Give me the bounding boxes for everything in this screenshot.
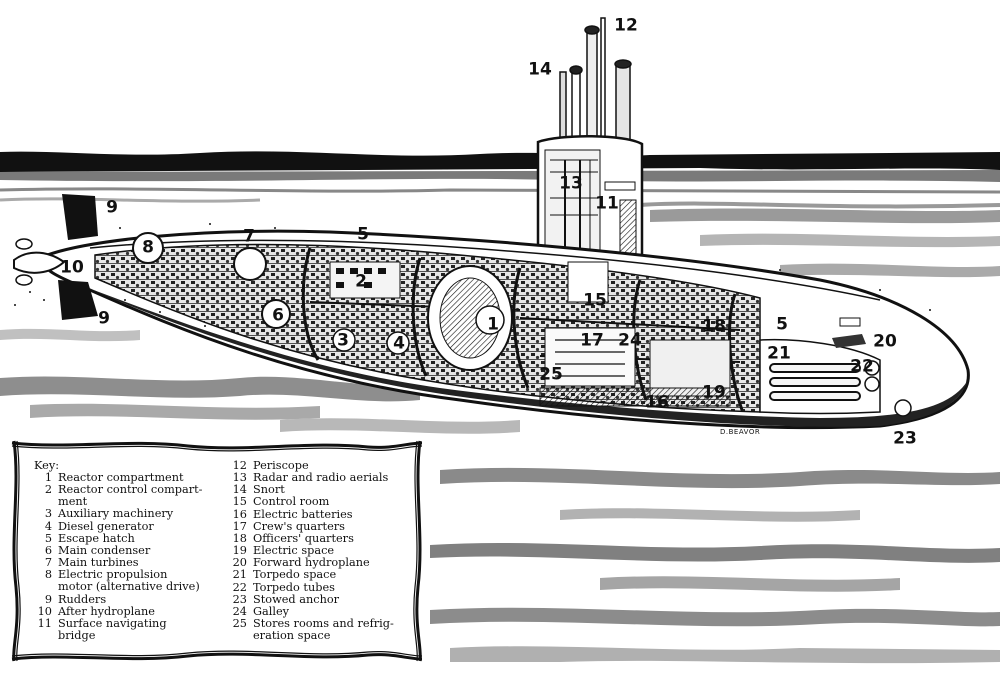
conning-tower [536, 134, 644, 271]
callout-4: 4 [393, 333, 405, 354]
callout-14: 14 [528, 59, 552, 80]
callout-24: 24 [618, 330, 642, 351]
wake-dots [14, 223, 931, 327]
key-rope-border [11, 440, 423, 662]
cutaway-interior [94, 232, 761, 413]
callout-5-aft: 5 [357, 224, 369, 245]
masts [559, 17, 632, 149]
callout-16: 16 [645, 392, 669, 413]
key-item: bridge [58, 629, 96, 643]
callout-20: 20 [873, 331, 897, 352]
callout-11: 11 [595, 193, 619, 214]
callout-2: 2 [355, 271, 367, 292]
water-streaks [0, 208, 1000, 664]
callout-12: 12 [614, 15, 638, 36]
key-item: ment [58, 495, 88, 509]
callout-13: 13 [559, 173, 583, 194]
callout-6: 6 [272, 305, 284, 326]
callout-1: 1 [487, 314, 499, 335]
callout-22: 22 [850, 356, 874, 377]
callout-25: 25 [539, 364, 563, 385]
callout-19: 19 [702, 382, 726, 403]
stern-planes [13, 194, 98, 320]
key-item: motor (alternative drive) [58, 580, 200, 594]
callout-17: 17 [580, 330, 604, 351]
callout-9-lower: 9 [98, 308, 110, 329]
key-item: eration space [253, 629, 331, 643]
callout-3: 3 [337, 330, 349, 351]
callout-5-fwd: 5 [776, 314, 788, 335]
callout-8: 8 [142, 237, 154, 258]
callout-18: 18 [702, 316, 726, 337]
callout-21: 21 [767, 343, 791, 364]
callout-7: 7 [243, 226, 255, 247]
callout-23: 23 [893, 428, 917, 449]
callout-15: 15 [583, 290, 607, 311]
callout-10: 10 [60, 257, 84, 278]
sea-surface [0, 151, 1000, 209]
callout-9-upper: 9 [106, 197, 118, 218]
torpedo-room [759, 317, 912, 417]
artist-signature: D.BEAVOR [720, 428, 761, 436]
key-title: Key: [34, 459, 60, 472]
